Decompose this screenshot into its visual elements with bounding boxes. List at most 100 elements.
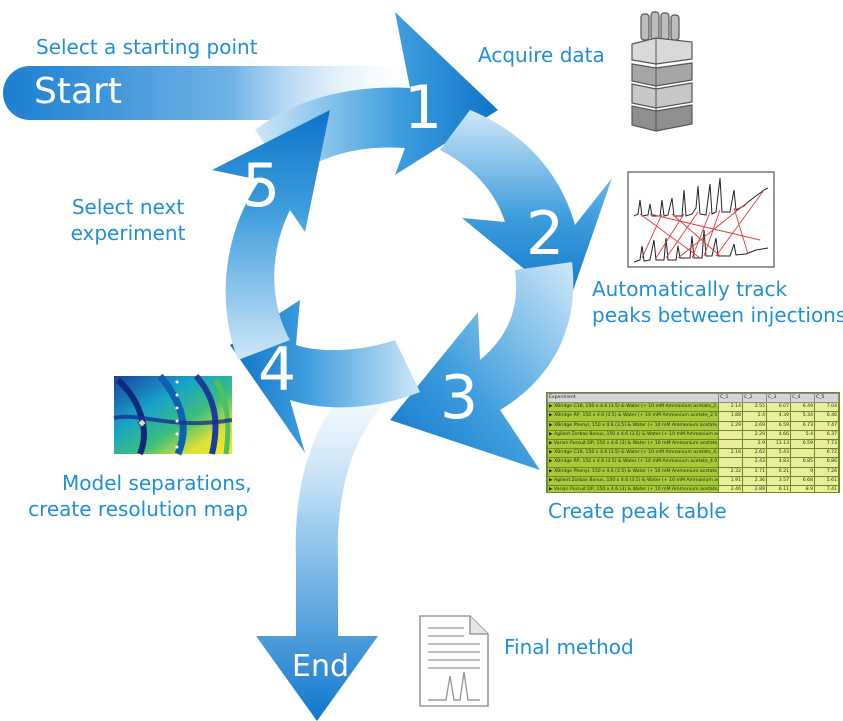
peak-table-header-cell: C_1: [718, 393, 743, 404]
value-cell: 6.73: [790, 420, 815, 431]
value-cell: 7.26: [814, 466, 839, 477]
value-cell: 5.4: [790, 429, 815, 441]
step-1-number: 1: [404, 73, 443, 143]
end-arrow: [256, 345, 430, 721]
table-row: ▶ Agilent Zorbax Bonus, 150 x 4.6 (3.5) …: [547, 429, 839, 441]
arrow-step-5: [212, 110, 330, 360]
value-cell: 2.9: [742, 439, 767, 450]
value-cell: 6.59: [790, 439, 815, 450]
value-cell: 5.43: [766, 448, 791, 459]
value-cell: 6.11: [766, 485, 791, 492]
document-chromatogram-icon: [419, 615, 489, 707]
chromatogram-icon: [627, 171, 775, 268]
value-cell: 1.88: [718, 411, 743, 422]
peak-table-header-cell: C_3: [766, 393, 791, 404]
value-cell: 2.29: [718, 420, 743, 431]
peak-table-header-cell: C_4: [790, 393, 815, 404]
value-cell: [718, 429, 743, 441]
step-4-label-line2: create resolution map: [28, 497, 248, 521]
value-cell: 2.71: [742, 466, 767, 477]
value-cell: 2.55: [742, 402, 767, 413]
experiment-cell: ▶ XBridge RP, 150 x 4.6 (3.5) & Water (+…: [547, 457, 719, 468]
table-row: ▶ XBridge RP, 150 x 4.6 (3.5) & Water (+…: [547, 457, 839, 468]
value-cell: 2.4: [742, 411, 767, 422]
value-cell: 4.83: [766, 457, 791, 468]
experiment-cell: ▶ XBridge Phenyl, 150 x 4.6 (3.5) & Wate…: [547, 420, 719, 431]
value-cell: 6.72: [814, 448, 839, 459]
table-row: ▶ XBridge Phenyl, 150 x 4.6 (3.5) & Wate…: [547, 420, 839, 431]
start-text: Start: [34, 71, 122, 112]
step-4-number: 4: [258, 335, 297, 405]
value-cell: 8.9: [790, 485, 815, 492]
experiment-cell: ▶ XBridge C18, 150 x 4.6 (3.5) & Water (…: [547, 402, 719, 413]
value-cell: 9: [790, 466, 815, 477]
step-5-label-line2: experiment: [70, 221, 186, 245]
step-4-label-line1: Model separations,: [62, 471, 252, 495]
arrow-step-3: [390, 262, 574, 470]
table-row: ▶ Varian Pursuit DP, 150 x 4.6 (3) & Wat…: [547, 439, 839, 450]
experiment-cell: ▶ Agilent Zorbax Bonus, 150 x 4.6 (3.5) …: [547, 475, 719, 487]
value-cell: 7.41: [814, 485, 839, 492]
step-2-label-line1: Automatically track: [592, 277, 788, 301]
hplc-instrument-icon: [631, 11, 693, 132]
value-cell: 5.61: [814, 475, 839, 487]
value-cell: 6.49: [790, 402, 815, 413]
table-row: ▶ XBridge RP, 150 x 4.6 (3.5) & Water (+…: [547, 411, 839, 422]
resolution-map-icon: [113, 373, 233, 456]
value-cell: 6.07: [766, 402, 791, 413]
table-row: ▶ Varian Pursuit DP, 150 x 4.6 (3) & Wat…: [547, 485, 839, 492]
value-cell: 6.85: [790, 457, 815, 468]
value-cell: 2.43: [742, 457, 767, 468]
value-cell: 2.16: [718, 448, 743, 459]
end-text: End: [292, 649, 350, 684]
final-method-label: Final method: [504, 635, 634, 659]
value-cell: 6.21: [766, 466, 791, 477]
value-cell: 2.62: [742, 448, 767, 459]
value-cell: 6.37: [814, 429, 839, 441]
value-cell: [718, 439, 743, 450]
step-1-label: Acquire data: [478, 43, 605, 67]
table-row: ▶ XBridge C18, 150 x 4.6 (3.5) & Water (…: [547, 402, 839, 413]
table-row: ▶ XBridge C18, 150 x 4.6 (3.5) & Water (…: [547, 448, 839, 459]
experiment-cell: ▶ XBridge Phenyl, 150 x 4.6 (3.5) & Wate…: [547, 466, 719, 477]
peak-table-body: ▶ XBridge C18, 150 x 4.6 (3.5) & Water (…: [547, 402, 839, 492]
experiment-cell: ▶ Agilent Zorbax Bonus, 150 x 4.6 (3.5) …: [547, 429, 719, 441]
value-cell: 6.46: [814, 411, 839, 422]
peak-table-header-cell: C_5: [814, 393, 839, 404]
peak-table-header-cell: C_2: [742, 393, 767, 404]
value-cell: 6.86: [814, 457, 839, 468]
value-cell: [790, 448, 815, 459]
experiment-cell: ▶ Varian Pursuit DP, 150 x 4.6 (3) & Wat…: [547, 485, 719, 492]
value-cell: 2.29: [742, 429, 767, 441]
experiment-cell: ▶ XBridge RP, 150 x 4.6 (3.5) & Water (+…: [547, 411, 719, 422]
value-cell: [718, 457, 743, 468]
step-3-label: Create peak table: [548, 499, 727, 523]
step-5-number: 5: [242, 151, 281, 221]
value-cell: 2.14: [718, 402, 743, 413]
value-cell: 7.73: [814, 439, 839, 450]
table-row: ▶ XBridge Phenyl, 150 x 4.6 (3.5) & Wate…: [547, 466, 839, 477]
value-cell: 7.04: [814, 402, 839, 413]
step-2-label-line2: peaks between injections: [592, 303, 843, 327]
value-cell: 1.91: [718, 475, 743, 487]
value-cell: 6.59: [766, 420, 791, 431]
step-2-number: 2: [526, 199, 565, 269]
value-cell: 13.13: [766, 439, 791, 450]
value-cell: 2.36: [742, 475, 767, 487]
value-cell: 2.89: [742, 485, 767, 492]
step-5-label-line1: Select next: [71, 195, 185, 219]
value-cell: 7.47: [814, 420, 839, 431]
value-cell: 4.39: [766, 411, 791, 422]
value-cell: 2.69: [742, 420, 767, 431]
experiment-cell: ▶ Varian Pursuit DP, 150 x 4.6 (3) & Wat…: [547, 439, 719, 450]
arrow-step-2: [440, 110, 612, 305]
value-cell: 3.57: [766, 475, 791, 487]
value-cell: 6.68: [790, 475, 815, 487]
value-cell: 4.66: [766, 429, 791, 441]
step-3-number: 3: [440, 363, 479, 433]
table-row: ▶ Agilent Zorbax Bonus, 150 x 4.6 (3.5) …: [547, 475, 839, 487]
